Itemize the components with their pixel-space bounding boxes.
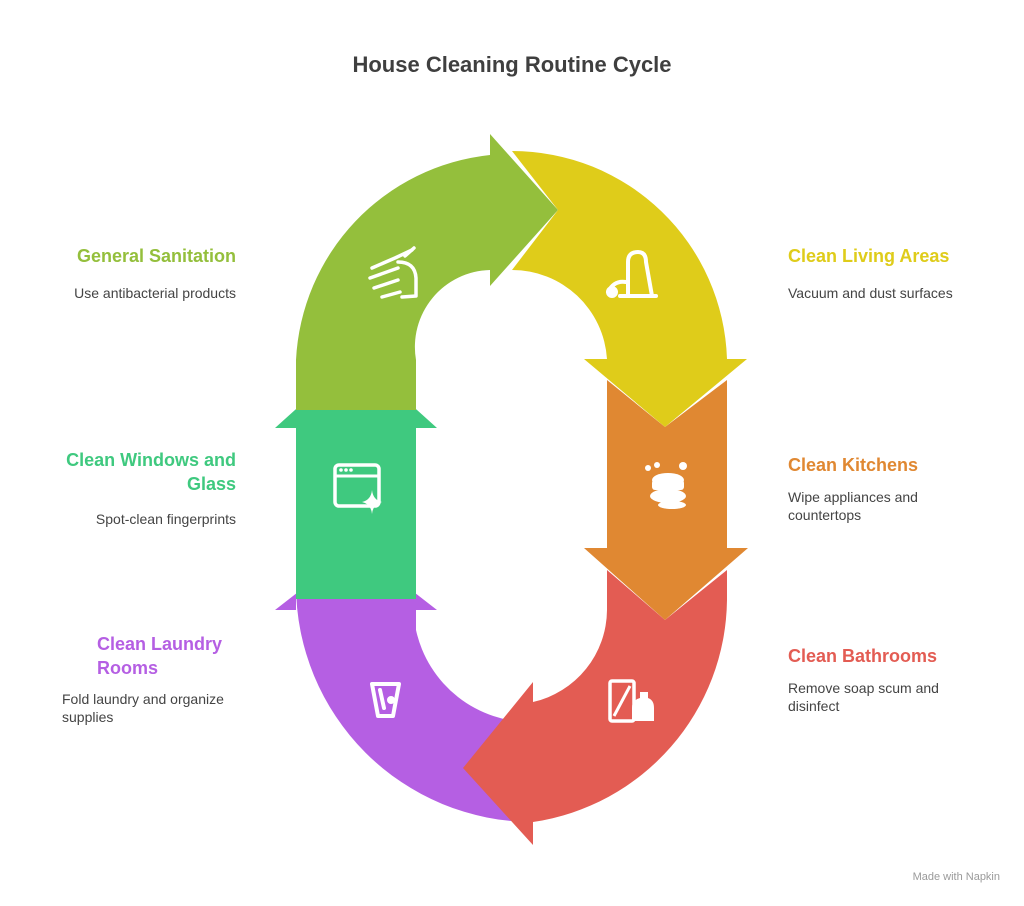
- arrow-general-sanitation: [296, 134, 558, 410]
- step-desc-clean-bathrooms-line1: Remove soap scum and: [788, 680, 939, 696]
- step-title-clean-laundry-line1: Clean Laundry: [97, 634, 223, 654]
- spray-bottle-icon: [608, 679, 654, 723]
- arrow-bathrooms: [463, 570, 727, 845]
- step-title-clean-laundry-line2: Rooms: [97, 658, 159, 678]
- laundry-basket-icon: [370, 682, 401, 718]
- step-title-general-sanitation: General Sanitation: [76, 246, 236, 266]
- arrow-laundry-rooms: [275, 547, 533, 822]
- step-desc-clean-kitchens-line2: countertops: [788, 507, 862, 523]
- step-desc-clean-kitchens-line1: Wipe appliances and: [788, 489, 918, 505]
- step-desc-clean-windows: Spot-clean fingerprints: [95, 511, 236, 527]
- step-title-clean-living-areas: Clean Living Areas: [788, 246, 950, 266]
- hand-wash-icon: [368, 246, 418, 299]
- step-desc-clean-bathrooms-line2: disinfect: [788, 698, 840, 714]
- window-sparkle-icon: [333, 463, 382, 514]
- step-title-clean-kitchens: Clean Kitchens: [788, 455, 919, 475]
- made-with-credit: Made with Napkin: [912, 871, 1000, 883]
- dish-soap-icon: [645, 462, 687, 509]
- vacuum-cleaner-icon: [606, 250, 658, 298]
- step-desc-general-sanitation: Use antibacterial products: [74, 285, 236, 301]
- step-desc-clean-living-areas: Vacuum and dust surfaces: [788, 285, 953, 301]
- step-title-clean-bathrooms: Clean Bathrooms: [788, 646, 938, 666]
- step-desc-clean-laundry-line1: Fold laundry and organize: [62, 691, 224, 707]
- step-desc-clean-laundry-line2: supplies: [62, 709, 114, 725]
- diagram-title: House Cleaning Routine Cycle: [352, 52, 672, 77]
- step-title-clean-windows-line1: Clean Windows and: [66, 450, 236, 470]
- step-title-clean-windows-line2: Glass: [186, 474, 236, 494]
